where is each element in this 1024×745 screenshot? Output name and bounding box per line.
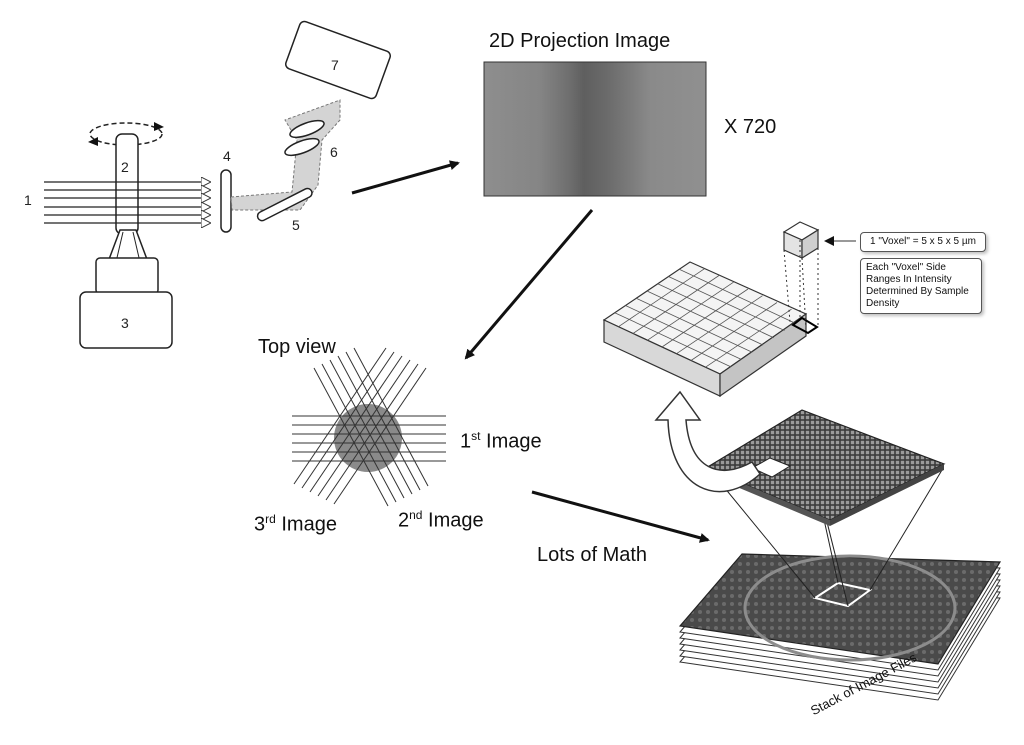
voxel-note-line: Density bbox=[866, 298, 900, 309]
arrow-to-reconstruction bbox=[531, 490, 710, 543]
image-label-3: 3rd Image bbox=[254, 512, 337, 536]
label-1: 1 bbox=[24, 192, 32, 208]
voxel-note-line: Ranges In Intensity bbox=[866, 274, 952, 285]
ct-apparatus bbox=[44, 20, 391, 349]
light-path bbox=[230, 99, 341, 211]
voxel-note: Each "Voxel" Side Ranges In Intensity De… bbox=[860, 258, 982, 314]
image-label-2: 2nd Image bbox=[398, 508, 484, 532]
ccd-camera bbox=[285, 20, 391, 100]
mirror bbox=[256, 187, 313, 222]
projection-title: 2D Projection Image bbox=[489, 30, 671, 52]
rotation-arrowhead-left bbox=[88, 137, 98, 146]
sample-rod bbox=[115, 133, 139, 235]
image-label-1: 1st Image bbox=[460, 429, 542, 453]
scintillator bbox=[220, 169, 232, 233]
lens-lower bbox=[284, 137, 320, 157]
label-6: 6 bbox=[330, 144, 338, 160]
topview-title: Top view bbox=[258, 336, 336, 358]
projection-image bbox=[483, 61, 707, 197]
zoom-arrow bbox=[654, 390, 761, 493]
voxel-note-line: Each "Voxel" Side bbox=[866, 262, 946, 273]
grid-cutout bbox=[750, 457, 792, 478]
voxel-note-line: Determined By Sample bbox=[866, 286, 969, 297]
arrow-to-projection bbox=[351, 160, 460, 195]
rotation-arrowhead-right bbox=[154, 122, 164, 131]
rotation-ellipse bbox=[89, 122, 163, 146]
image-stack bbox=[654, 390, 1002, 701]
topview-backprojection bbox=[292, 347, 446, 507]
xray-beam bbox=[44, 182, 210, 223]
process-label: Lots of Math bbox=[537, 544, 648, 566]
sample-holder-neck bbox=[106, 229, 150, 263]
label-3: 3 bbox=[121, 315, 129, 331]
projection-multiplier: X 720 bbox=[724, 116, 777, 138]
label-5: 5 bbox=[292, 217, 300, 233]
voxel-volume bbox=[602, 221, 856, 398]
rotation-stage bbox=[79, 291, 173, 349]
highlighted-voxel bbox=[791, 316, 819, 335]
label-2: 2 bbox=[121, 159, 129, 175]
label-4: 4 bbox=[223, 148, 231, 164]
lens-upper bbox=[289, 119, 325, 139]
voxel-definition: 1 "Voxel" = 5 x 5 x 5 µm bbox=[860, 232, 986, 252]
label-7: 7 bbox=[331, 57, 339, 73]
stage-upper bbox=[95, 257, 159, 295]
reconstructed-grid bbox=[704, 409, 946, 521]
arrow-to-topview bbox=[464, 209, 594, 360]
